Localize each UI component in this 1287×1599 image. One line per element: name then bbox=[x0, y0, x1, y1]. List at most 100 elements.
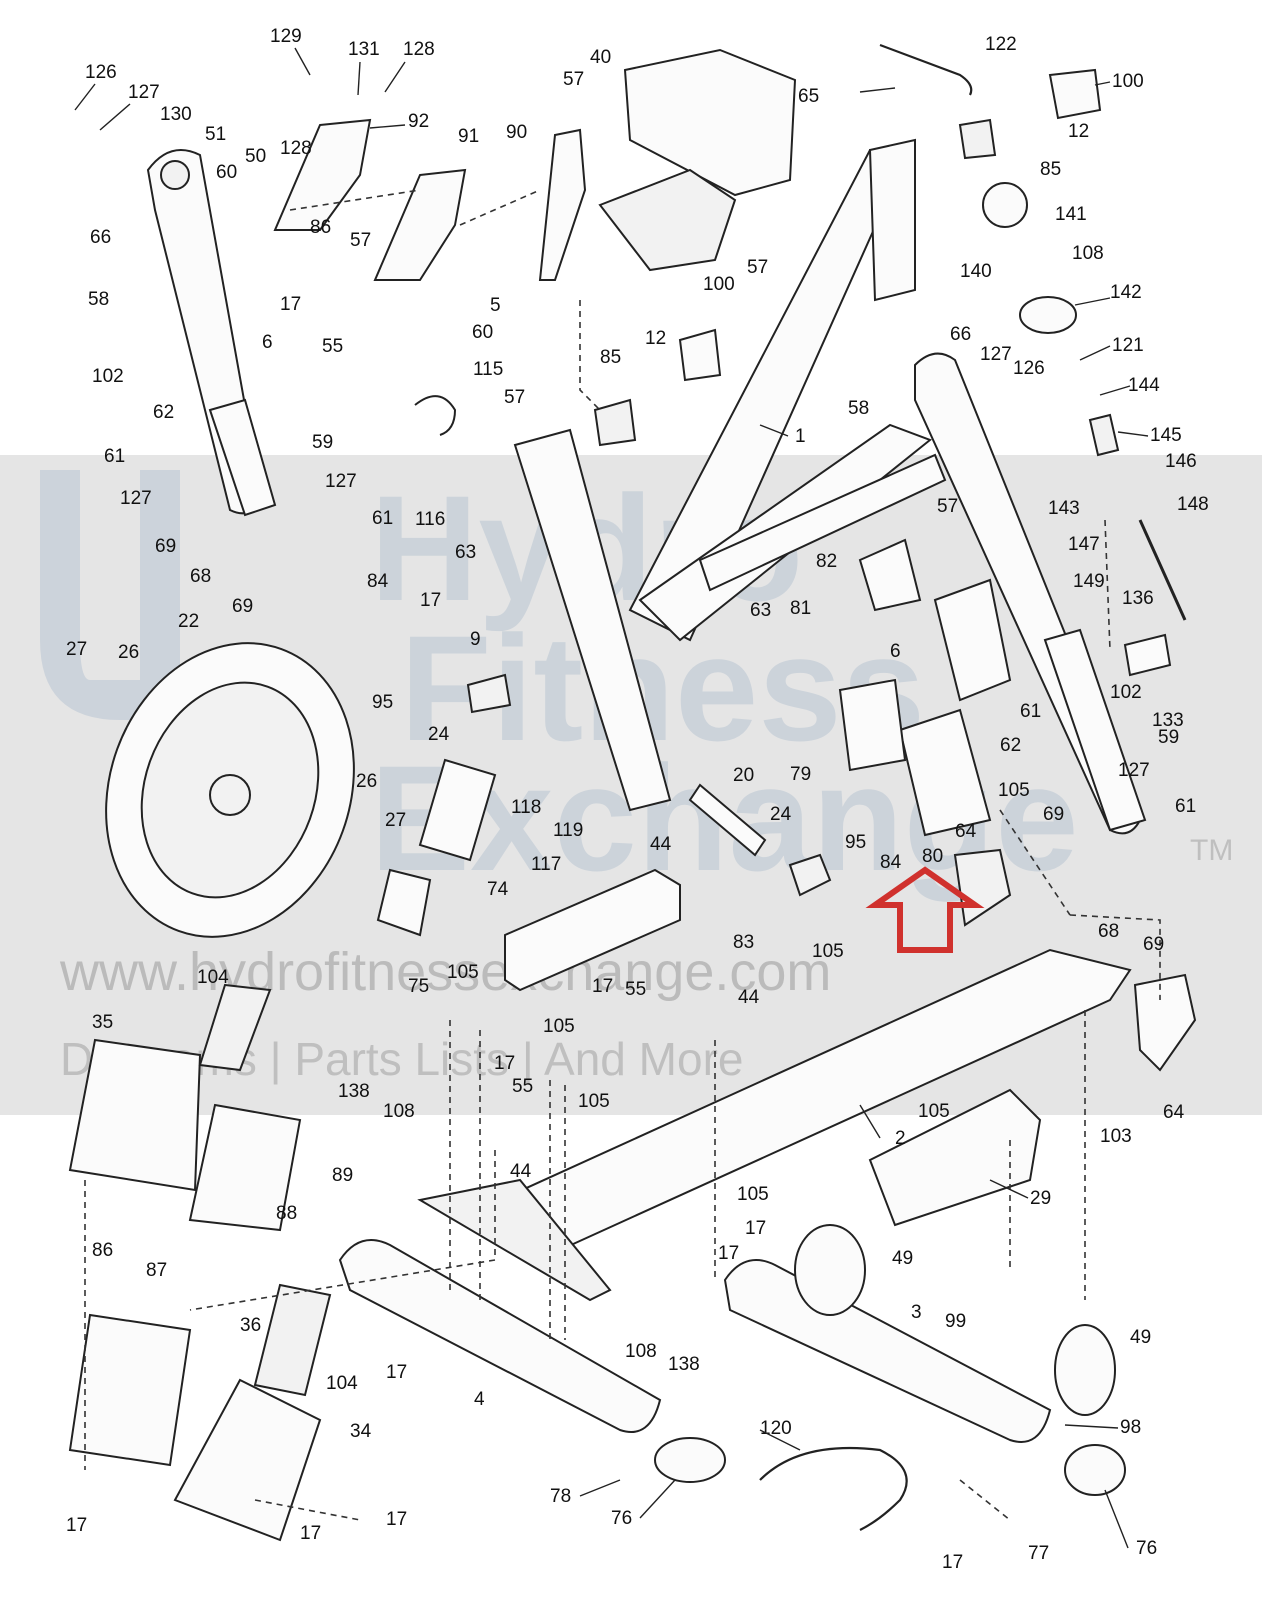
part-24b bbox=[788, 853, 832, 897]
leader-76b bbox=[1104, 1489, 1129, 1549]
callout-55-b: 55 bbox=[625, 979, 646, 1000]
callout-131: 131 bbox=[348, 39, 380, 60]
callout-100: 100 bbox=[703, 274, 735, 295]
callout-126: 126 bbox=[85, 62, 117, 83]
callout-20: 20 bbox=[733, 765, 754, 786]
callout-12: 12 bbox=[645, 328, 666, 349]
callout-95-b: 95 bbox=[845, 832, 866, 853]
callout-80: 80 bbox=[922, 846, 943, 867]
callout-142: 142 bbox=[1110, 282, 1142, 303]
callout-104-b: 104 bbox=[326, 1373, 358, 1394]
leader-100b bbox=[1094, 81, 1111, 86]
part-22-hub bbox=[209, 774, 251, 816]
callout-59: 59 bbox=[312, 432, 333, 453]
callout-143: 143 bbox=[1048, 498, 1080, 519]
callout-75: 75 bbox=[408, 976, 429, 997]
callout-57-d: 57 bbox=[747, 257, 768, 278]
callout-84-b: 84 bbox=[880, 852, 902, 873]
part-74 bbox=[418, 758, 497, 862]
callout-86: 86 bbox=[310, 217, 331, 238]
callout-17-g: 17 bbox=[300, 1523, 321, 1544]
callout-145: 145 bbox=[1150, 425, 1182, 446]
callout-136: 136 bbox=[1122, 588, 1154, 609]
callout-44: 44 bbox=[650, 834, 672, 855]
part-79 bbox=[838, 678, 907, 772]
callout-130: 130 bbox=[160, 104, 192, 125]
callout-127-d: 127 bbox=[980, 344, 1012, 365]
leader-127 bbox=[99, 103, 131, 131]
part-90 bbox=[538, 128, 587, 281]
callout-60-b: 60 bbox=[472, 322, 493, 343]
callout-117: 117 bbox=[531, 854, 561, 875]
part-104-a bbox=[198, 983, 272, 1072]
callout-66: 66 bbox=[90, 227, 111, 248]
part-136 bbox=[1123, 633, 1172, 677]
callout-36: 36 bbox=[240, 1315, 261, 1336]
callout-55: 55 bbox=[322, 336, 343, 357]
callout-labels: 126 127 130 51 129 131 128 92 50 128 60 … bbox=[66, 26, 1209, 1573]
callout-100-b: 100 bbox=[1112, 71, 1144, 92]
part-75 bbox=[376, 868, 432, 937]
callout-105-g: 105 bbox=[998, 780, 1030, 801]
crank-arm-lower bbox=[698, 453, 947, 592]
part-36-cover bbox=[68, 1313, 192, 1467]
callout-127-c: 127 bbox=[325, 471, 357, 492]
leader-128 bbox=[384, 61, 406, 93]
callout-17-j: 17 bbox=[718, 1243, 739, 1264]
callout-85: 85 bbox=[600, 347, 621, 368]
callout-68: 68 bbox=[190, 566, 211, 587]
callout-55-c: 55 bbox=[512, 1076, 533, 1097]
dash-17 bbox=[959, 1479, 1011, 1521]
callout-60: 60 bbox=[216, 162, 237, 183]
part-35-housing bbox=[68, 1038, 202, 1192]
callout-17-f: 17 bbox=[386, 1509, 407, 1530]
callout-127-b: 127 bbox=[120, 488, 152, 509]
leader-144 bbox=[1099, 385, 1131, 396]
callout-49: 49 bbox=[892, 1248, 913, 1269]
part-49-wheel-b bbox=[1054, 1324, 1116, 1416]
callout-79: 79 bbox=[790, 764, 811, 785]
dash-1 bbox=[579, 300, 601, 411]
callout-102: 102 bbox=[92, 366, 124, 387]
part-120-cord bbox=[759, 1446, 908, 1531]
callout-102-b: 102 bbox=[1110, 682, 1142, 703]
watermark-url: www.hydrofitnessexchange.com bbox=[59, 942, 831, 1002]
dash-3 bbox=[459, 189, 541, 226]
callout-115: 115 bbox=[473, 359, 503, 380]
part-82 bbox=[858, 538, 922, 612]
leader-145 bbox=[1117, 431, 1149, 437]
callout-57-b: 57 bbox=[504, 387, 525, 408]
callout-63: 63 bbox=[455, 542, 476, 563]
callout-5: 5 bbox=[490, 295, 501, 316]
callout-58-b: 58 bbox=[848, 398, 869, 419]
callout-63-b: 63 bbox=[750, 600, 771, 621]
part-3-stabilizer bbox=[723, 1259, 1052, 1443]
callout-51: 51 bbox=[205, 124, 226, 145]
callout-119: 119 bbox=[553, 820, 583, 841]
part-117 bbox=[504, 868, 681, 992]
callout-44-b: 44 bbox=[738, 987, 760, 1008]
callout-24: 24 bbox=[428, 724, 450, 745]
part-89-motor bbox=[188, 1103, 302, 1232]
callout-61-b: 61 bbox=[372, 508, 393, 529]
callout-91: 91 bbox=[458, 126, 479, 147]
part-34-cover bbox=[173, 1378, 322, 1542]
callout-62: 62 bbox=[153, 402, 174, 423]
part-80 bbox=[898, 708, 992, 837]
callout-26-b: 26 bbox=[356, 771, 377, 792]
part-24a bbox=[466, 673, 512, 714]
callout-74: 74 bbox=[487, 879, 509, 900]
callout-78: 78 bbox=[550, 1486, 571, 1507]
callout-1: 1 bbox=[795, 426, 806, 447]
callout-26: 26 bbox=[118, 642, 139, 663]
leader-142 bbox=[1074, 297, 1111, 306]
dash-16 bbox=[254, 1499, 361, 1521]
part-1-post bbox=[513, 428, 672, 812]
callout-108: 108 bbox=[383, 1101, 415, 1122]
callout-81: 81 bbox=[790, 598, 811, 619]
callout-118: 118 bbox=[511, 797, 541, 818]
leader-1 bbox=[759, 424, 789, 437]
callout-127: 127 bbox=[128, 82, 160, 103]
part-122-harness bbox=[879, 43, 973, 96]
callout-105: 105 bbox=[812, 941, 844, 962]
